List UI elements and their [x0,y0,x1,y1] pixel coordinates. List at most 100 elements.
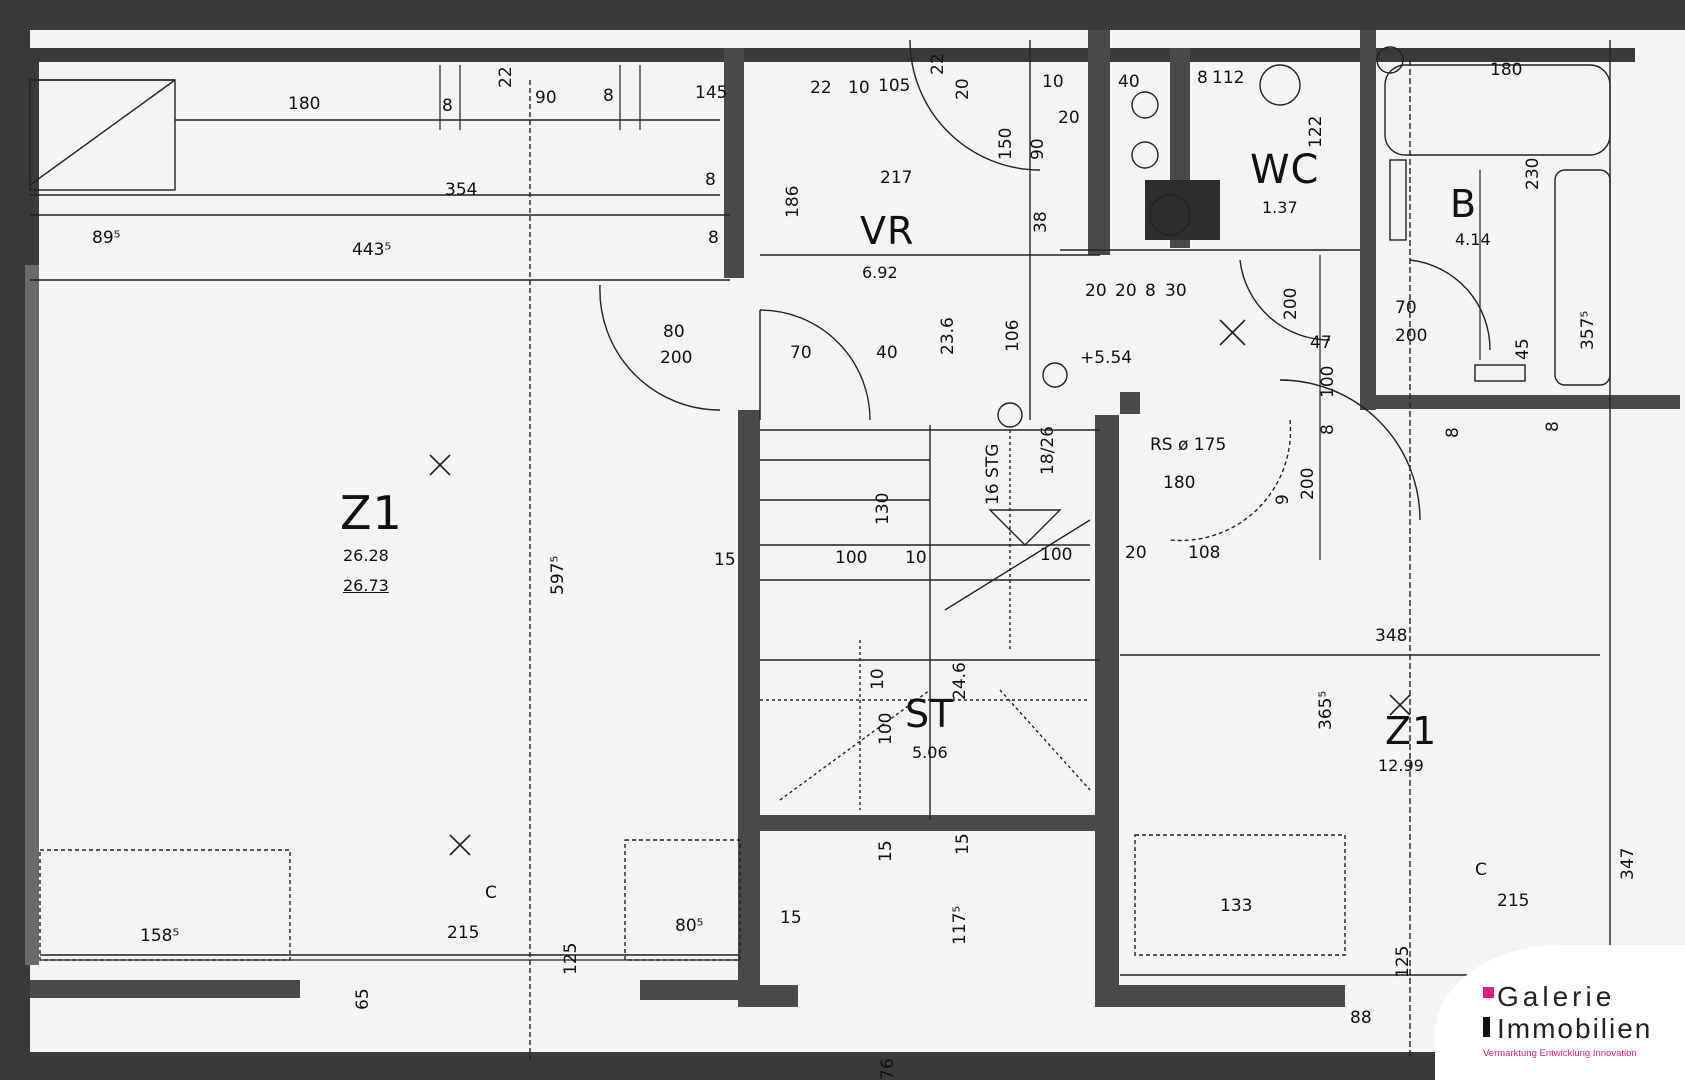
dim-label: 88 [1350,1008,1372,1028]
dim-label: 15 [780,908,802,928]
dim-label-vertical: 24.6 [950,662,970,700]
dim-label-vertical: 122 [1306,115,1326,148]
dim-label: RS ø 175 [1150,435,1227,455]
dim-label-vertical: 38 [1031,211,1051,233]
room-st-name: ST [905,692,955,736]
room-wc-area: 1.37 [1262,198,1298,217]
logo-accent-square [1483,987,1494,998]
dim-label-vertical: 125 [1393,945,1413,978]
dim-label: 10 [848,78,870,98]
dim-label: 180 [288,94,321,114]
dim-label: 20 [1058,108,1080,128]
dim-label: 158⁵ [140,926,180,946]
dim-label: C [485,883,497,903]
dim-label-vertical: 100 [1318,365,1338,398]
room-z1-left-area: 26.28 [343,546,389,565]
logo-tagline: Vermarktung Entwicklung Innovation [1483,1048,1637,1059]
dim-label-vertical: 65 [353,988,373,1010]
dim-label-vertical: 100 [876,712,896,745]
dim-label: 47 [1310,333,1332,353]
dim-label-vertical: 8 [1443,427,1463,438]
dim-label-vertical: 106 [1003,319,1023,352]
logo-bar [1483,1017,1490,1037]
dim-label-vertical: 22 [496,66,516,88]
room-z1-right-name: Z1 [1385,709,1438,753]
dim-label: 8 [442,96,453,116]
room-b-name: B [1450,182,1478,226]
dim-label-vertical: 9 [1273,494,1293,505]
dim-label-vertical: 15 [953,833,973,855]
room-b-area: 4.14 [1455,230,1491,249]
dim-label: 80 [663,322,685,342]
dim-label-vertical: 8 [1318,424,1338,435]
logo-line1: Galerie [1497,981,1616,1012]
dim-label: 22 [810,78,832,98]
dim-label: 40 [876,343,898,363]
dim-label-vertical: 230 [1523,157,1543,190]
dim-label: 217 [880,168,913,188]
dim-label: 105 [878,76,911,96]
dim-label: 20 [1125,543,1147,563]
dim-label: 30 [1165,281,1187,301]
dim-label: 8 [1197,68,1208,88]
dim-label: 15 [714,550,736,570]
dim-label: 10 [905,548,927,568]
dim-label: 70 [1395,298,1417,318]
dim-label-vertical: 10 [868,668,888,690]
dim-label-vertical: 76 [878,1058,898,1080]
dim-label: 108 [1188,543,1221,563]
dim-label: 112 [1212,68,1245,88]
dim-label-vertical: 130 [873,492,893,525]
dim-label-vertical: 150 [996,127,1016,160]
dim-label-vertical: 365⁵ [1316,690,1336,730]
room-st-area: 5.06 [912,743,948,762]
dim-label-vertical: 125 [561,942,581,975]
dim-label: 348 [1375,626,1408,646]
dim-label: 200 [1395,326,1428,346]
room-wc-name: WC [1250,147,1320,193]
dim-label-vertical: 20 [953,78,973,100]
dim-label: 89⁵ [92,228,121,248]
dim-label: 215 [1497,891,1530,911]
galerie-immobilien-logo: Galerie Immobilien Vermarktung Entwicklu… [1435,945,1685,1080]
dim-label: +5.54 [1080,348,1133,368]
dim-label: 180 [1163,473,1196,493]
dim-label: 215 [447,923,480,943]
room-z1-left-name: Z1 [340,486,403,540]
dim-label-vertical: 200 [1281,287,1301,320]
dim-label: 200 [660,348,693,368]
dim-label: 145 [695,83,728,103]
dim-label: 70 [790,343,812,363]
room-vr-area: 6.92 [862,263,898,282]
dim-label-vertical: 597⁵ [548,555,568,595]
room-vr-name: VR [860,209,915,253]
dim-label-vertical: 200 [1298,467,1318,500]
dim-label-vertical: 22 [928,53,948,75]
dim-label: 20 [1085,281,1107,301]
dim-label-vertical: 18/26 [1038,426,1058,475]
room-z1-right-area: 12.99 [1378,756,1424,775]
dim-label: 40 [1118,72,1140,92]
dim-label-vertical: 23.6 [938,317,958,355]
dim-label-vertical: 117⁵ [950,905,970,945]
dim-label: 100 [1040,545,1073,565]
dim-label: 100 [835,548,868,568]
dim-label: C [1475,860,1487,880]
dim-label: 80⁵ [675,916,704,936]
dim-label-vertical: 8 [1543,421,1563,432]
dim-label: 8 [708,228,719,248]
dim-label: 443⁵ [352,240,392,260]
dim-label-vertical: 186 [783,185,803,218]
logo-line2: Immobilien [1497,1013,1653,1044]
dim-label-vertical: 90 [1028,138,1048,160]
dim-label-vertical: 347 [1618,847,1638,880]
dim-label-vertical: 16 STG [983,443,1003,505]
dimension-lines [40,65,1481,961]
dim-label-vertical: 45 [1513,338,1533,360]
dim-label: 180 [1490,60,1523,80]
dim-label: 90 [535,88,557,108]
dim-label: 8 [705,170,716,190]
interior-walls [30,30,1680,1007]
